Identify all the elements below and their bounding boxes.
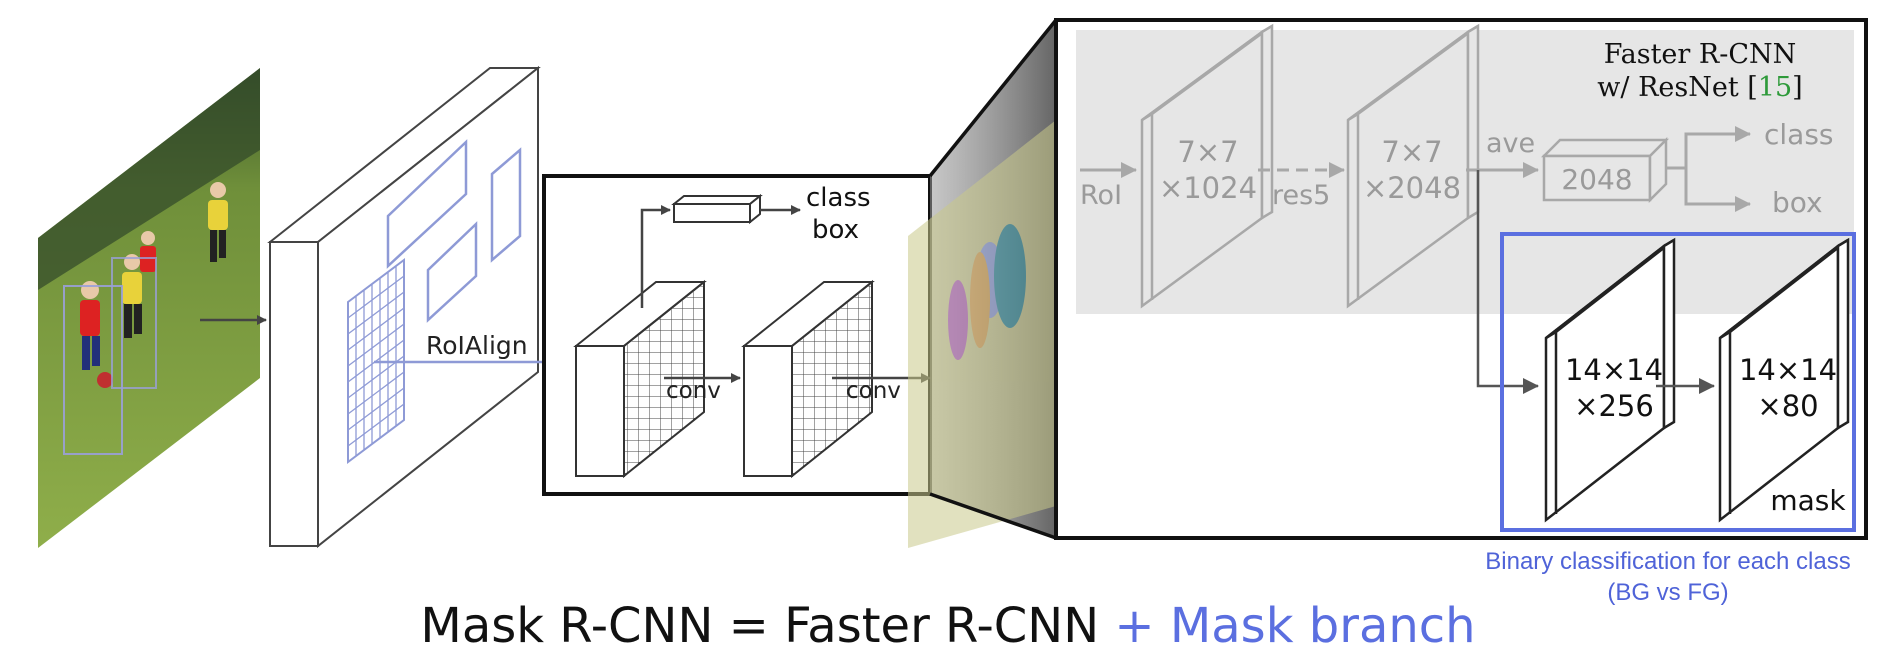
- backbone-feature-map: [267, 65, 541, 549]
- fc-2048-label: 2048: [1561, 163, 1632, 196]
- class-box-branch-arrow: [640, 205, 671, 308]
- inset-box-label: box: [1772, 186, 1823, 219]
- roialign-label: RoIAlign: [426, 331, 528, 360]
- block2-line2: ×2048: [1363, 171, 1461, 205]
- mask-block1-line2: ×256: [1574, 389, 1654, 423]
- roi-label: RoI: [1080, 180, 1122, 211]
- fc-box: [671, 193, 763, 225]
- player-figure-icon: [140, 231, 156, 272]
- inset-title-line1: Faster R-CNN: [1604, 39, 1797, 70]
- player-figure-icon: [208, 182, 228, 262]
- inset-title-line2: w/ ResNet [15]: [1597, 72, 1802, 103]
- class-label: class: [806, 183, 871, 213]
- mask-block2-line1: 14×14: [1739, 353, 1837, 387]
- soccer-photo-icon: [38, 68, 260, 548]
- mask-branch-frame: [1500, 232, 1856, 532]
- conv-label-1: conv: [666, 378, 721, 404]
- caption-main: Mask R-CNN = Faster R-CNN: [420, 598, 1100, 654]
- note-line1: Binary classification for each class: [1485, 548, 1851, 575]
- mask-block-14x14x256: [1544, 237, 1676, 523]
- conv-label-2: conv: [846, 378, 901, 404]
- res-block-7x7x2048: [1346, 23, 1480, 309]
- caption-accent: + Mask branch: [1114, 598, 1476, 654]
- note-line2: (BG vs FG): [1607, 579, 1729, 606]
- mask-block2-line2: ×80: [1757, 389, 1818, 423]
- mask-overlay-photo: [908, 120, 1056, 548]
- res-block-7x7x1024: [1140, 23, 1274, 309]
- ave-label: ave: [1486, 128, 1535, 159]
- fc-2048-box: [1540, 136, 1670, 204]
- block1-line1: 7×7: [1177, 135, 1238, 169]
- inset-class-label: class: [1764, 118, 1834, 151]
- box-label: box: [812, 215, 859, 245]
- binary-classification-note: Binary classification for each class (BG…: [1440, 546, 1896, 608]
- caption: Mask R-CNN = Faster R-CNN + Mask branch: [0, 598, 1896, 654]
- mask-branch-arrow: [1476, 170, 1539, 394]
- player-figure-icon: [80, 281, 113, 388]
- block2-line1: 7×7: [1381, 135, 1442, 169]
- inset-box-arrow: [1684, 168, 1751, 212]
- mask-block-14x14x80: [1718, 237, 1850, 523]
- res5-label: res5: [1272, 180, 1330, 211]
- mask-label: mask: [1770, 484, 1846, 517]
- inset-class-arrow: [1666, 126, 1751, 170]
- mask-block1-line1: 14×14: [1565, 353, 1663, 387]
- block1-line2: ×1024: [1159, 171, 1257, 205]
